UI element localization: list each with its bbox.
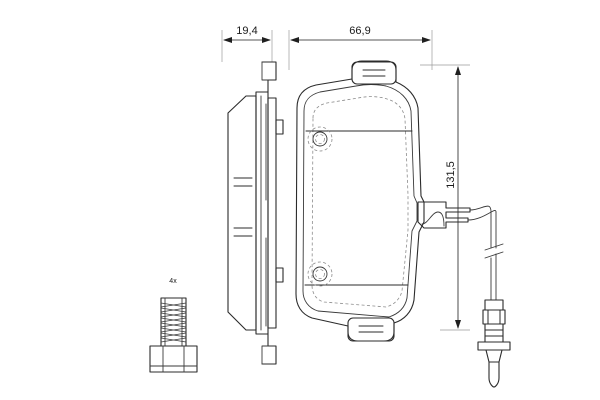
- locating-tab-top: [351, 61, 397, 85]
- brake-pad-side-view: [227, 61, 284, 365]
- locating-tab-bottom: [347, 317, 395, 342]
- dimension-66-9: 66,9: [288, 25, 433, 70]
- dimension-label-131-5: 131,5: [445, 161, 457, 189]
- bolt-quantity-label: 4x: [169, 278, 177, 285]
- guide-bolt: 4x: [149, 278, 198, 373]
- dimension-label-66-9: 66,9: [349, 25, 370, 37]
- rivet-hole-lower: [307, 261, 333, 287]
- dimension-19-4: 19,4: [221, 25, 273, 62]
- dimension-131-5: 131,5: [420, 64, 470, 331]
- brake-pad-front-view: [295, 60, 425, 342]
- dimension-label-19-4: 19,4: [236, 25, 257, 37]
- wear-sensor-cable: [417, 201, 511, 388]
- rivet-hole-upper: [307, 126, 333, 152]
